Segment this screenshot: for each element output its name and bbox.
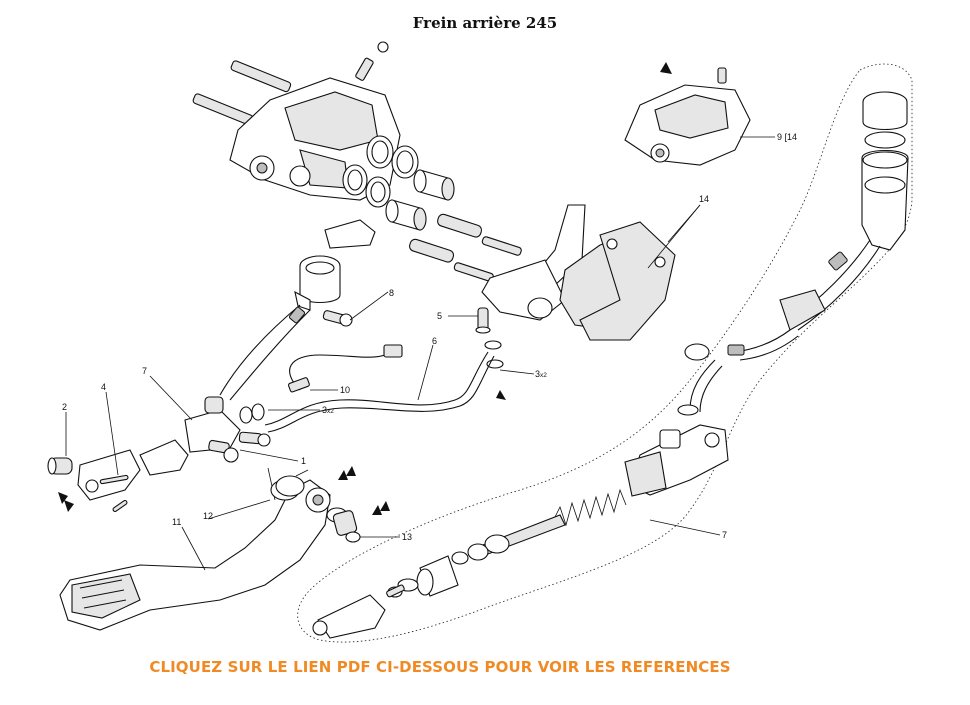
callout-labels: 2 4 7 12 11 13 1 10 3x2 6 5 8 3x2 9 [14 … [62, 132, 797, 542]
master-cylinder [312, 91, 909, 639]
caliper-assembly-small [624, 67, 751, 166]
brake-hose-6 [264, 351, 489, 426]
callout-5: 5 [437, 311, 442, 321]
callout-3-right: 3x2 [535, 369, 547, 379]
callout-1: 1 [301, 456, 306, 466]
leader-lines [65, 136, 775, 571]
callout-11: 11 [172, 517, 181, 527]
screw-8 [322, 310, 353, 327]
double-arrow-icon [338, 470, 348, 480]
washer-upper [484, 340, 502, 350]
brake-pedal [59, 479, 331, 631]
brake-pads [481, 204, 676, 341]
arrow-icon [496, 390, 506, 400]
rear-caliper [192, 41, 522, 282]
master-cylinder-outline [297, 63, 913, 643]
reservoir-hose-b [229, 309, 311, 401]
pushrod-clevis [77, 396, 271, 512]
callout-3-left: 3x2 [322, 405, 334, 415]
banjo-bolt [475, 307, 491, 334]
torque-markers [58, 62, 672, 515]
pdf-references-link[interactable]: CLIQUEZ SUR LE LIEN PDF CI-DESSOUS POUR … [149, 658, 731, 676]
callout-7-right: 7 [722, 530, 727, 540]
double-arrow-icon [372, 505, 382, 515]
return-spring [267, 467, 309, 501]
double-arrow-icon [64, 500, 74, 512]
callout-14: 14 [699, 194, 709, 204]
double-arrow-icon [346, 466, 356, 476]
callout-12: 12 [203, 511, 213, 521]
callout-9-14: 9 [14 [777, 132, 797, 142]
callout-2: 2 [62, 402, 67, 412]
callout-8: 8 [389, 288, 394, 298]
pivot-bolt [326, 507, 361, 543]
stop-switch-wire [289, 354, 386, 391]
callout-13: 13 [402, 532, 412, 542]
stop-switch-connector [383, 344, 403, 358]
callout-4: 4 [101, 382, 106, 392]
callout-7-left: 7 [142, 366, 147, 376]
reservoir-left [294, 255, 341, 311]
stop-switch-10 [288, 377, 310, 393]
callout-10: 10 [340, 385, 350, 395]
double-arrow-icon [380, 501, 390, 511]
arrow-icon [660, 62, 672, 74]
callout-6: 6 [432, 336, 437, 346]
reservoir-hose [219, 304, 301, 396]
double-arrow-icon [58, 492, 68, 504]
pin-2 [47, 457, 73, 475]
diagram-title: Frein arrière 245 [412, 14, 558, 32]
brake-hose-6b [267, 355, 495, 433]
